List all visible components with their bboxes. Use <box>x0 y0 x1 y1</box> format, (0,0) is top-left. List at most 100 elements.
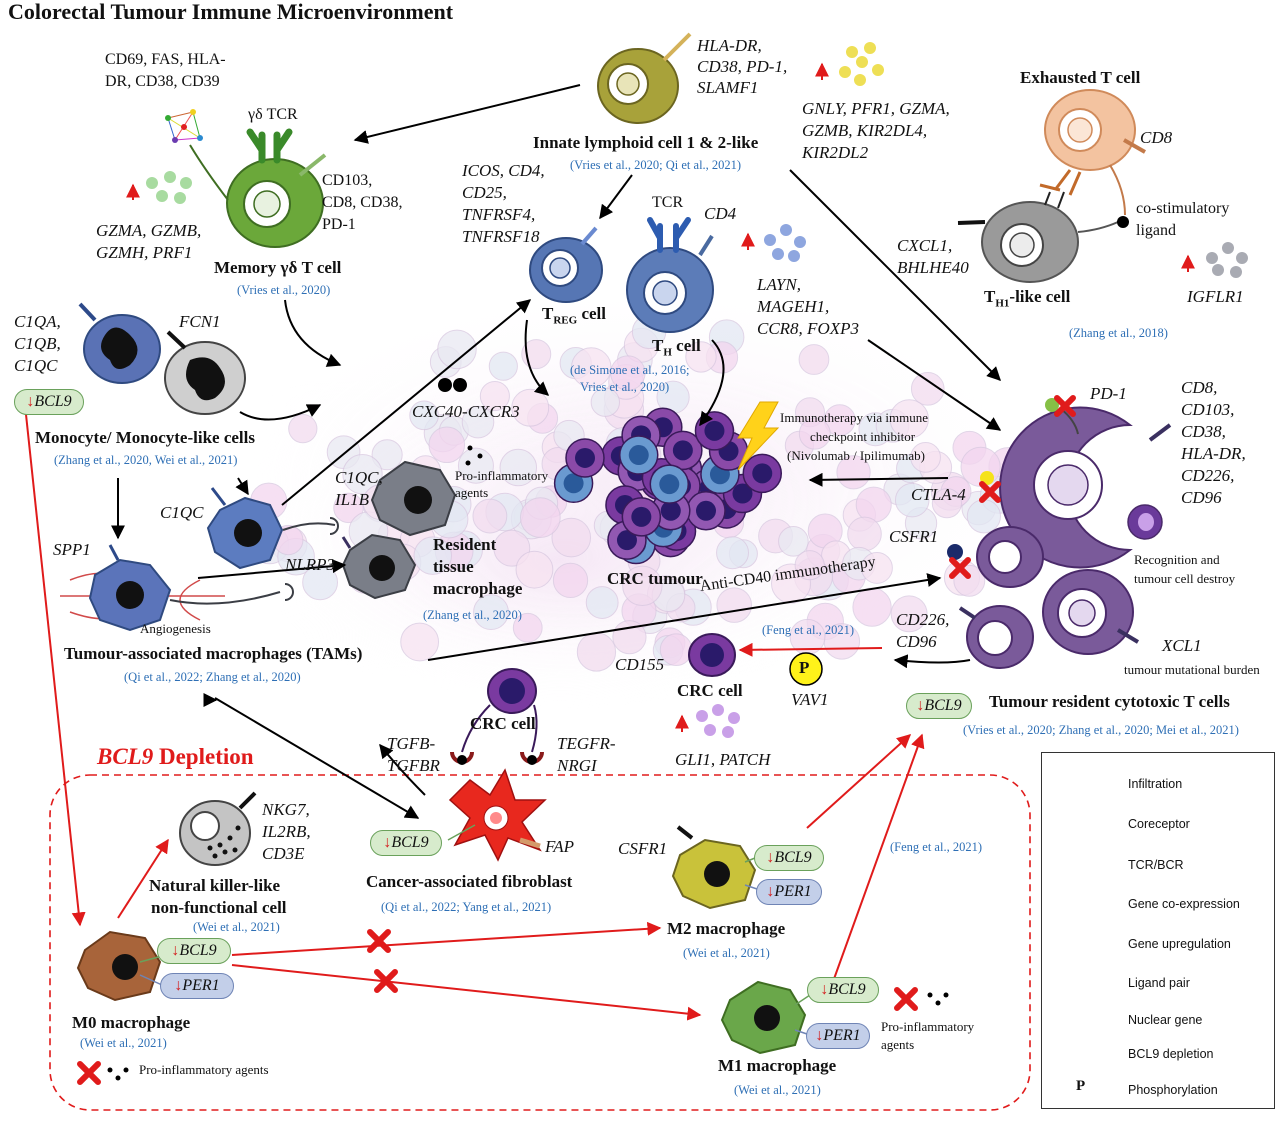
tam-spp1-icon <box>60 544 225 632</box>
m0-macrophage-icon <box>76 930 163 1002</box>
black-arrows <box>111 84 1002 819</box>
m1-pro1: Pro-inflammatory <box>881 1019 975 1034</box>
gene-upregulation-icon-th <box>741 224 806 262</box>
cxc-ligand: CXC40-CXCR3 <box>412 402 520 421</box>
gene-network-icon-gd <box>165 109 203 143</box>
caf-bcl9-pill: ↓BCL9 <box>370 830 442 856</box>
background-cell <box>685 341 717 373</box>
ligand-pair-icon-cxc <box>438 378 467 392</box>
feng-citation: (Feng et al., 2021) <box>762 623 854 637</box>
background-cell <box>622 565 663 607</box>
resident-macrophage-1-icon <box>370 460 457 537</box>
background-cells <box>249 314 1044 672</box>
trm-m6: CD96 <box>1181 488 1222 507</box>
infiltration-arrows <box>239 299 971 796</box>
background-cell <box>910 441 941 473</box>
background-cell <box>794 550 825 581</box>
background-cell <box>409 400 439 431</box>
trm-citation: (Vries et al., 2020; Zhang et al., 2020;… <box>963 723 1239 737</box>
background-cell <box>847 516 882 552</box>
trm-cell-3-icon <box>1042 569 1140 655</box>
background-cell <box>461 405 495 439</box>
gd-citation: (Vries et al., 2020) <box>237 283 331 297</box>
crc-cell-2-icon <box>450 668 544 765</box>
th-g2: MAGEH1, <box>757 297 830 316</box>
treg-cell-icon <box>529 226 603 303</box>
angiogenesis-label: Angiogenesis <box>140 621 211 636</box>
background-cell <box>778 526 809 557</box>
red-depletion-arrows <box>24 404 925 1021</box>
bcl9-depletion-box <box>49 774 1031 1111</box>
treg-m1: ICOS, CD4, <box>462 161 545 180</box>
ilc-genes3: KIR2DL2 <box>802 143 869 162</box>
pro-inflammatory-dots-m0 <box>107 1067 129 1081</box>
th-tcr: TCR <box>652 194 684 211</box>
th-g3: CCR8, FOXP3 <box>757 319 859 338</box>
background-cell <box>288 414 318 444</box>
tgfb-line2: TGFBR <box>387 756 440 775</box>
ilc-marker2: CD38, PD-1, <box>697 57 788 76</box>
tam-nlrp3: NLRP3 <box>285 555 336 574</box>
lightning-icon <box>737 401 780 471</box>
background-cell <box>472 498 508 534</box>
background-cell <box>798 344 830 375</box>
gd-markers-right3: PD-1 <box>322 216 356 233</box>
legend-gene-coexpression: Gene co-expression <box>1128 897 1240 911</box>
phosphorylation-p: P <box>799 658 810 677</box>
crc-cell-label: CRC cell <box>677 681 743 700</box>
th-cell-icon <box>626 217 714 333</box>
th-g1: LAYN, <box>757 275 801 294</box>
legend-nuclear-gene: Nuclear gene <box>1128 1013 1203 1027</box>
tam-c1qc: C1QC <box>160 503 204 522</box>
gd-tcr-label: γδ TCR <box>248 106 298 123</box>
rtm-g1: C1QC, <box>335 468 383 487</box>
background-cell <box>910 372 945 406</box>
th-cite2: Vries et al., 2020) <box>580 380 670 394</box>
costim-line1: co-stimulatory <box>1136 200 1230 217</box>
tumour-cell <box>565 438 605 478</box>
gd-markers-right2: CD8, CD38, <box>322 194 403 211</box>
fap-gene: FAP <box>545 837 574 856</box>
mono-citation: (Zhang et al., 2020, Wei et al., 2021) <box>54 453 238 467</box>
crc-tumour-label: CRC tumour <box>607 569 703 588</box>
background-cell <box>716 587 753 623</box>
tam-name: Tumour-associated macrophages (TAMs) <box>64 644 363 663</box>
exhausted-cd8: CD8 <box>1140 128 1173 147</box>
trm-m4: HLA-DR, <box>1181 444 1246 463</box>
tam-spp1: SPP1 <box>53 540 91 559</box>
th-name: TH cell <box>652 336 701 359</box>
phosphorylation-icon-vav <box>789 652 823 686</box>
tam-c1qc-icon <box>206 487 284 570</box>
crc-cell-icon <box>688 633 736 677</box>
m0-name: M0 macrophage <box>72 1013 191 1032</box>
tumour-cell <box>663 430 703 471</box>
gd-genes-line2: GZMH, PRF1 <box>96 243 193 262</box>
tumour-cell <box>619 435 659 475</box>
rtm-name2: tissue <box>433 557 474 576</box>
checkpoint-markers <box>947 398 1059 560</box>
gd-t-cell-icon <box>189 128 327 248</box>
trm-m2: CD103, <box>1181 400 1235 419</box>
background-cell <box>890 595 928 633</box>
background-cell <box>519 497 561 538</box>
background-cell <box>585 586 619 619</box>
block-crosses <box>77 395 1076 1085</box>
legend-phosphorylation: Phosphorylation <box>1128 1083 1218 1097</box>
gene-upregulation-icon-gd <box>126 171 192 204</box>
background-cell <box>716 536 750 570</box>
costim-line2: ligand <box>1136 222 1176 239</box>
caf-name: Cancer-associated fibroblast <box>366 872 573 891</box>
m1-bcl9-pill: ↓BCL9 <box>807 977 879 1003</box>
background-cell <box>302 564 339 601</box>
tegfr-line2: NRGI <box>557 756 597 775</box>
legend-p-letter: P <box>1076 1078 1086 1094</box>
background-cell <box>437 329 477 370</box>
nk-g3: CD3E <box>262 844 305 863</box>
monocyte-like-cell-icon <box>164 330 246 415</box>
immuno-line3: (Nivolumab / Ipilimumab) <box>787 448 925 463</box>
background-cell <box>852 587 892 627</box>
treg-m2: CD25, <box>462 183 507 202</box>
legend-gene-upregulation: Gene upregulation <box>1128 937 1231 951</box>
m0-pro-inflammatory: Pro-inflammatory agents <box>139 1062 269 1077</box>
